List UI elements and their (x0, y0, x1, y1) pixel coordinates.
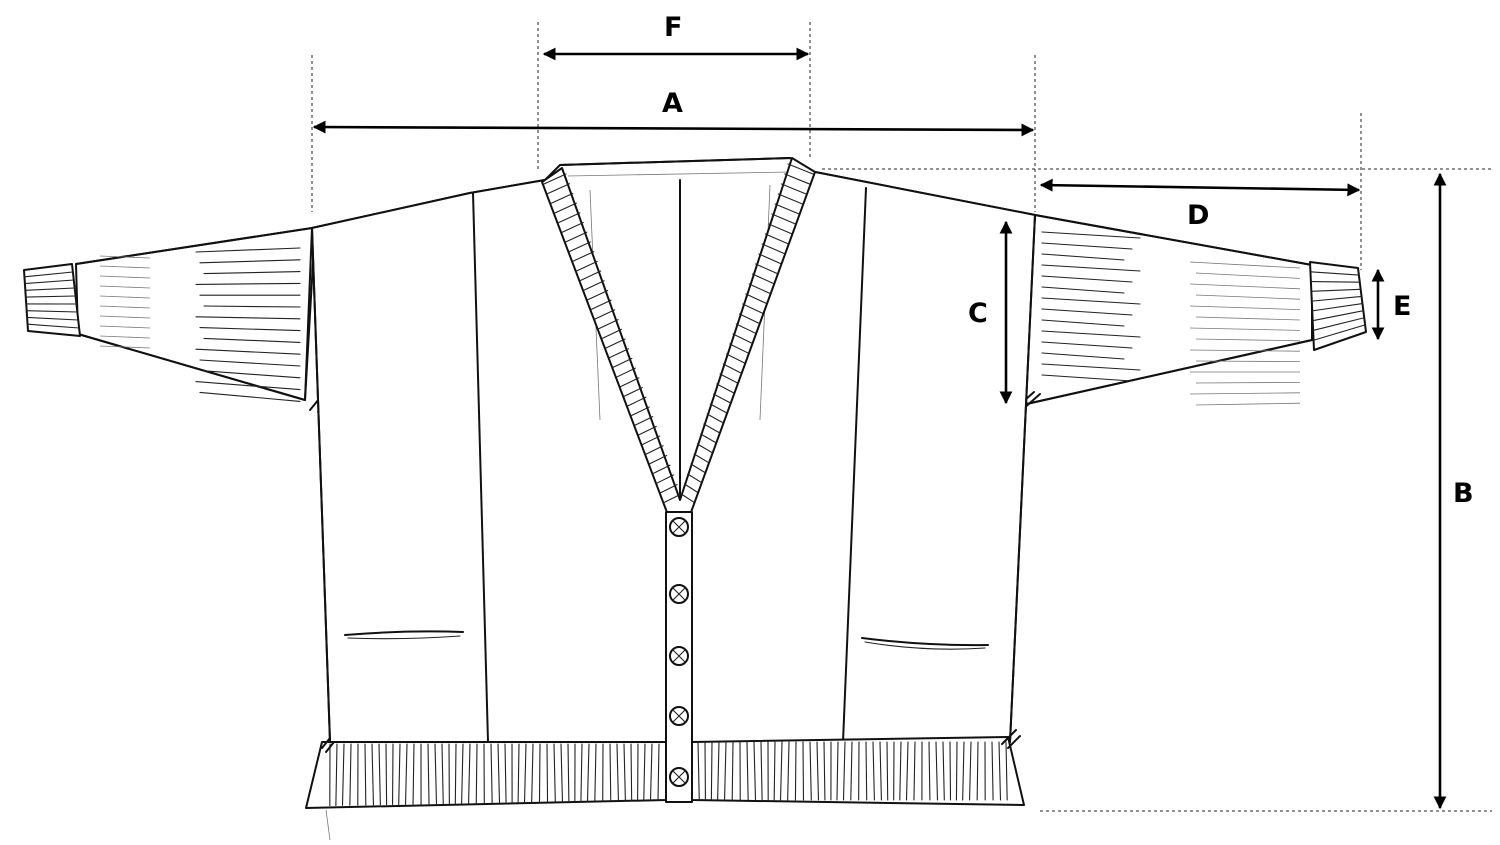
neck-band (541, 157, 816, 516)
label-e: E (1393, 291, 1412, 322)
label-f: F (664, 12, 683, 43)
arrow-a (312, 120, 1035, 137)
dimension-arrows (312, 47, 1447, 810)
label-b: B (1453, 478, 1474, 509)
guide-lines (311, 22, 1492, 812)
buttons (669, 517, 689, 787)
label-c: C (968, 298, 988, 329)
right-cuff (1309, 261, 1367, 351)
hem-ribbing (305, 729, 1025, 841)
label-d: D (1187, 200, 1210, 231)
button-2 (669, 584, 689, 604)
button-4 (669, 706, 689, 726)
button-1 (669, 517, 689, 537)
left-cuff (23, 263, 81, 337)
button-5 (669, 767, 689, 787)
button-3 (669, 646, 689, 666)
arrow-d (1039, 178, 1361, 197)
label-a: A (662, 88, 683, 119)
